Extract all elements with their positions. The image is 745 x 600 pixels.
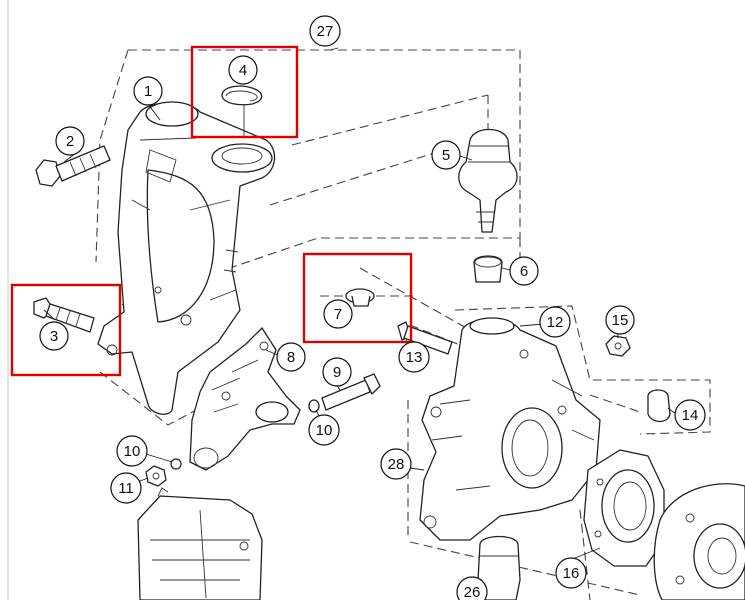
callout-28-label: 28: [388, 456, 405, 473]
callout-5-label: 5: [442, 147, 450, 164]
callout-11-label: 11: [118, 480, 134, 497]
callout-16-label: 16: [563, 565, 580, 582]
callout-14: 14: [674, 399, 706, 431]
cap-part-14: [647, 389, 671, 423]
callout-11: 11: [110, 472, 142, 504]
callout-5: 5: [431, 140, 461, 170]
hub-flange: [653, 483, 745, 600]
callout-2: 2: [55, 126, 85, 156]
callout-10-lower-label: 10: [124, 443, 141, 460]
nut-part-11: [145, 465, 167, 487]
bushing-part-6: [473, 255, 503, 283]
callout-12-label: 12: [547, 314, 564, 331]
callout-28: 28: [380, 448, 412, 480]
ball-joint-part-5: [458, 128, 518, 233]
bracket-part-8: [189, 327, 301, 471]
callout-26-label: 26: [464, 584, 481, 600]
assembly-28-boundary: [407, 305, 711, 600]
brake-caliper: [137, 487, 263, 600]
ball-joint-part-26: [477, 535, 521, 600]
callout-7: 7: [323, 299, 353, 329]
callout-10-upper: 10: [308, 414, 340, 446]
bolt-part-9: [321, 373, 381, 411]
knuckle-part-12: [419, 317, 601, 541]
callout-15-label: 15: [612, 312, 629, 329]
callout-14-label: 14: [682, 407, 699, 424]
callout-1: 1: [133, 76, 163, 106]
bolt-part-3: [33, 297, 95, 333]
callout-9: 9: [322, 357, 352, 387]
callout-4-label: 4: [239, 62, 247, 79]
callout-27: 27: [309, 15, 341, 47]
callout-13: 13: [398, 341, 430, 373]
highlight-box-part-3: [10, 283, 122, 377]
bolt-part-2: [35, 145, 111, 187]
callout-1-label: 1: [144, 83, 152, 100]
hub-bearing-part-16: [583, 449, 665, 567]
callout-12: 12: [539, 306, 571, 338]
callout-3: 3: [39, 321, 69, 351]
callout-8-label: 8: [287, 349, 295, 366]
callout-3-label: 3: [50, 328, 58, 345]
callout-26: 26: [456, 576, 488, 600]
washer-part-10-lower: [170, 458, 182, 470]
knuckle-part-1: [97, 101, 276, 415]
retaining-ring-part-4: [221, 85, 263, 138]
nut-part-15: [605, 335, 631, 357]
assembly-27-boundary: [95, 49, 521, 307]
callout-4: 4: [228, 55, 258, 85]
washer-part-10-upper: [308, 399, 320, 413]
callout-13-label: 13: [406, 349, 423, 366]
callout-10-upper-label: 10: [316, 422, 333, 439]
nut-part-7: [345, 288, 375, 307]
highlight-box-part-4: [190, 45, 299, 139]
callout-2-label: 2: [66, 133, 74, 150]
callout-15: 15: [605, 305, 635, 335]
callout-6-label: 6: [520, 263, 528, 280]
callout-8: 8: [276, 342, 306, 372]
axis-line-upper: [269, 94, 489, 206]
callout-6: 6: [509, 256, 539, 286]
callout-16: 16: [555, 557, 587, 589]
callout-27-label: 27: [317, 23, 334, 40]
highlight-box-part-7: [302, 252, 413, 344]
callout-10-lower: 10: [116, 435, 148, 467]
callout-9-label: 9: [333, 364, 341, 381]
callout-7-label: 7: [334, 306, 342, 323]
